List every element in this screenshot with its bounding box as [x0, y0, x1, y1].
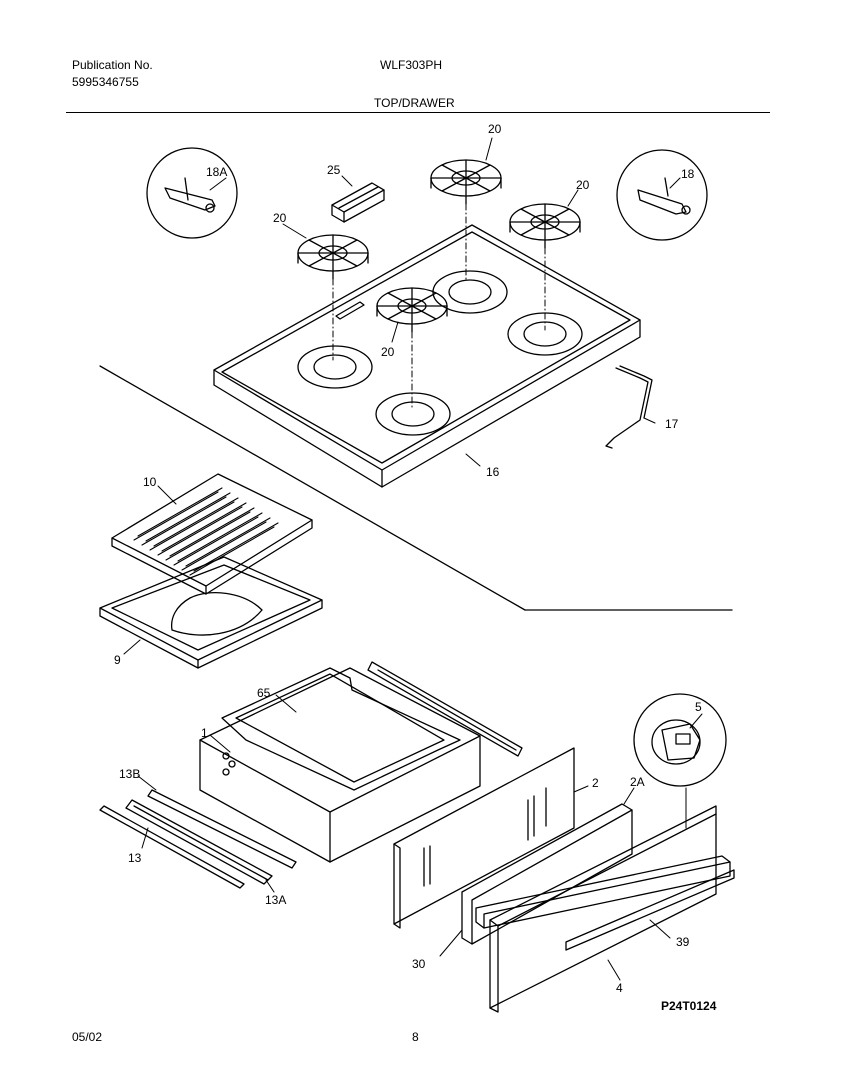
model-number: WLF303PH: [380, 58, 443, 72]
publication-label: Publication No.: [72, 58, 153, 72]
drawer-body-part-1: [199, 667, 481, 863]
detail-circle-18a: [146, 147, 238, 239]
callout-13: 13: [128, 851, 142, 865]
detail-circle-18: [616, 149, 708, 241]
callout-2a: 2A: [630, 775, 645, 789]
bracket-part-17: [605, 365, 653, 449]
part-25: [331, 182, 385, 223]
drawer-face-part-4: [489, 805, 717, 1013]
callout-20-left: 20: [273, 211, 287, 225]
callout-20-top: 20: [488, 122, 502, 136]
drawer-handle-part-39: [475, 855, 735, 951]
callout-20-center: 20: [381, 345, 395, 359]
burner-grate-left: [297, 234, 369, 280]
callout-2: 2: [592, 776, 599, 790]
callout-65: 65: [257, 686, 271, 700]
callout-9: 9: [114, 653, 121, 667]
callout-4: 4: [616, 981, 623, 995]
header-rule: [66, 112, 770, 113]
callout-1: 1: [201, 726, 208, 740]
callout-13a: 13A: [265, 893, 287, 907]
broiler-grid-part-10: [111, 473, 313, 595]
callout-39: 39: [676, 935, 690, 949]
callout-13b: 13B: [119, 767, 141, 781]
leader-lines: [123, 137, 703, 981]
callout-5: 5: [695, 700, 702, 714]
drawing-code: P24T0124: [661, 999, 717, 1013]
callout-25: 25: [327, 163, 341, 177]
burner-grate-right: [509, 203, 581, 249]
drawer-panel-part-2: [393, 747, 575, 929]
callout-17: 17: [665, 417, 679, 431]
drawer-rail-13: [99, 805, 245, 889]
burner-grate-top: [430, 159, 502, 205]
drawer-frame-part-65: [221, 667, 461, 791]
footer-date: 05/02: [72, 1030, 103, 1044]
cooktop-part-16: [213, 224, 641, 488]
callout-18: 18: [681, 167, 695, 181]
burner-grate-center: [376, 287, 448, 333]
callout-16: 16: [486, 465, 500, 479]
drawer-rail-upper: [367, 661, 523, 757]
drawer-front-part-2a: [461, 803, 633, 945]
callout-20-right: 20: [576, 178, 590, 192]
drawer-rail-13a: [125, 799, 273, 885]
drawer-rail-13b: [147, 789, 297, 869]
broiler-pan-part-9: [99, 556, 323, 669]
callout-10: 10: [143, 475, 157, 489]
separator-line: [99, 365, 733, 611]
callout-18a: 18A: [206, 165, 228, 179]
detail-circle-5: [633, 693, 727, 787]
section-title: TOP/DRAWER: [374, 96, 455, 110]
page-number: 8: [412, 1030, 419, 1044]
callout-30: 30: [412, 957, 426, 971]
publication-number: 5995346755: [72, 75, 139, 89]
